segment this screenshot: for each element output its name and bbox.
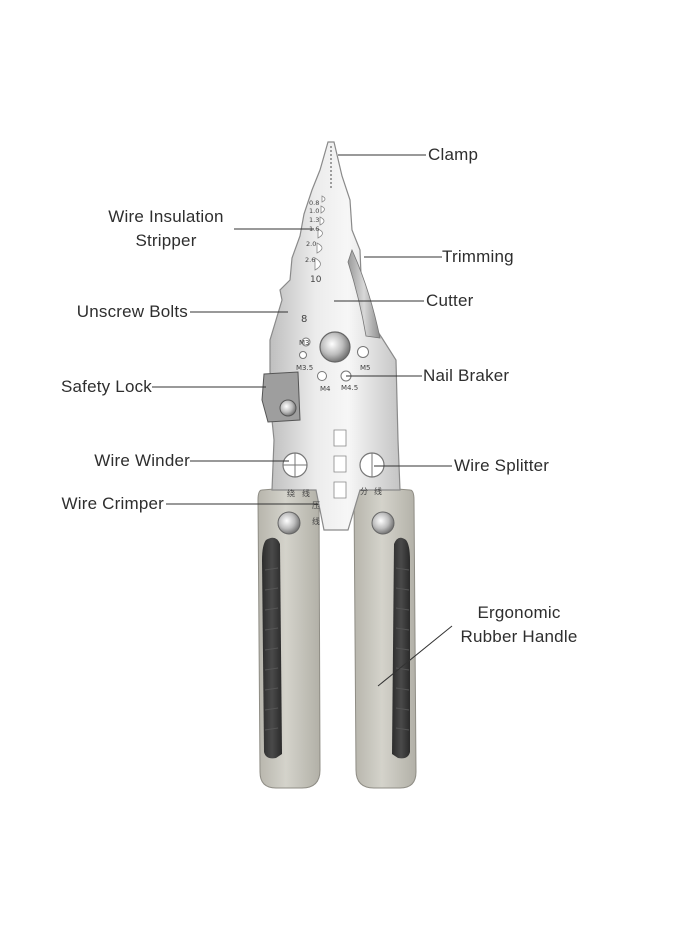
- label-unscrew-bolts: Unscrew Bolts: [76, 302, 188, 321]
- label-wire-winder: Wire Winder: [94, 451, 190, 470]
- label-ergonomic-rubber-handle: Ergonomic Rubber Handle: [446, 601, 592, 649]
- chinese-char: 线: [374, 486, 382, 496]
- label-trimming: Trimming: [442, 247, 514, 266]
- thread-mark: M5: [360, 364, 371, 372]
- right-handle: [353, 485, 417, 789]
- left-handle: [257, 485, 321, 789]
- chinese-char: 线: [312, 516, 320, 526]
- chinese-markings: 绕 线 压 线 分 线: [287, 486, 382, 526]
- gauge-mark: 2.0: [306, 240, 316, 248]
- gauge-markings: 0.8 1.0 1.3 1.6 2.0 2.6 10: [305, 199, 322, 285]
- label-cutter: Cutter: [426, 291, 474, 310]
- thread-mark: M4: [320, 385, 331, 393]
- gauge-mark: 1.0: [309, 207, 319, 215]
- gauge-mark: 1.6: [309, 225, 319, 233]
- thread-mark: M3.5: [296, 364, 313, 372]
- label-wire-splitter: Wire Splitter: [454, 456, 550, 475]
- gauge-mark: 10: [310, 275, 322, 285]
- chinese-char: 线: [302, 488, 310, 498]
- thread-mark: M4.5: [341, 384, 358, 392]
- chinese-char: 分: [360, 487, 368, 496]
- label-wire-insulation-stripper: Wire Insulation Stripper: [96, 205, 236, 253]
- label-wire-insulation-stripper-line1: Wire Insulation: [108, 207, 224, 226]
- hex-size-mark: 8: [301, 314, 307, 325]
- label-ergonomic-line1: Ergonomic: [477, 603, 561, 622]
- label-safety-lock: Safety Lock: [60, 377, 152, 396]
- label-clamp: Clamp: [428, 145, 479, 164]
- thread-mark: M3: [299, 339, 310, 347]
- label-nail-braker: Nail Braker: [423, 366, 510, 385]
- chinese-char: 压: [312, 501, 320, 510]
- chinese-char: 绕: [287, 488, 295, 498]
- gauge-mark: 0.8: [309, 199, 319, 207]
- thread-markings: 8 M3 M3.5 M4 M4.5 M5: [296, 314, 371, 393]
- gauge-mark: 2.6: [305, 256, 315, 264]
- leader-lines: [152, 154, 453, 687]
- label-ergonomic-line2: Rubber Handle: [460, 627, 578, 646]
- label-wire-insulation-stripper-line2: Stripper: [135, 231, 197, 250]
- gauge-mark: 1.3: [309, 216, 319, 224]
- pliers-head: [261, 141, 401, 531]
- label-wire-crimper: Wire Crimper: [61, 494, 164, 513]
- ergonomic-leader: [377, 625, 453, 687]
